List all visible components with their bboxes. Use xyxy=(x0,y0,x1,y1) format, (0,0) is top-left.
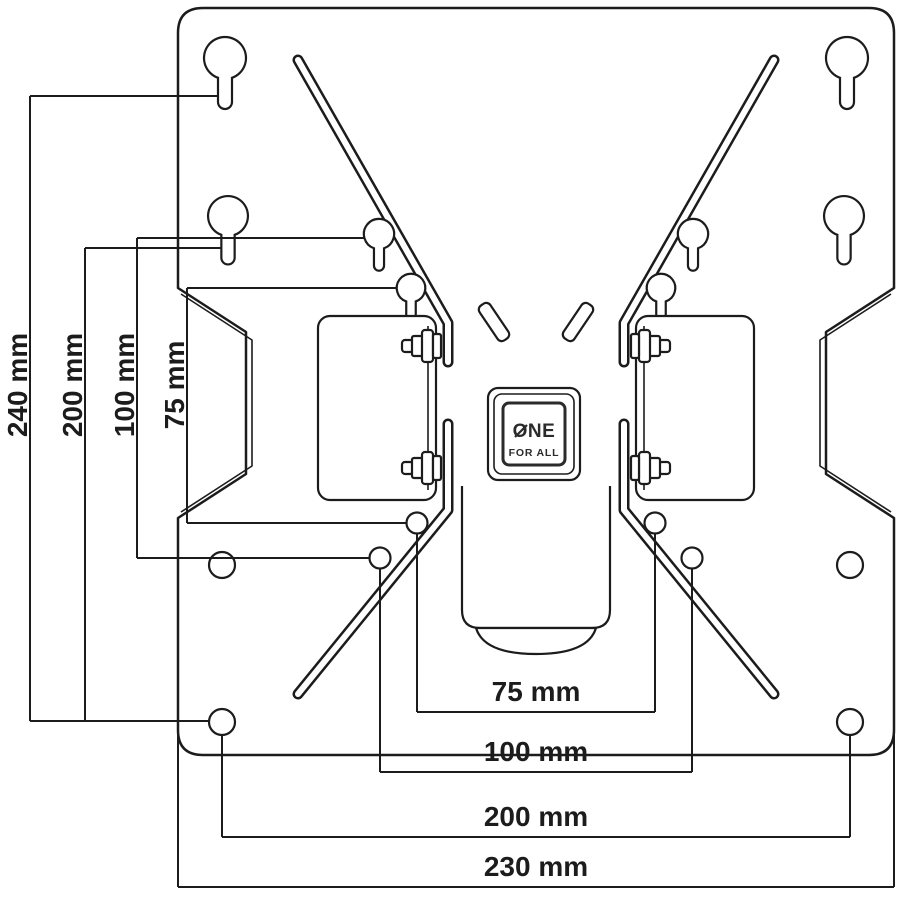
hole-inner-right-75 xyxy=(643,511,667,535)
dim-label-230mm-bottom: 230 mm xyxy=(484,851,588,882)
tv-arm-bracket-left xyxy=(318,316,441,500)
dim-label-100mm-left: 100 mm xyxy=(109,333,140,437)
screw-slash-icon xyxy=(514,424,528,438)
fold-line-right xyxy=(819,293,892,513)
hole-left-bottom xyxy=(207,707,237,737)
hole-inner-right-100 xyxy=(680,546,704,570)
brand-logo-text-one: ONE xyxy=(513,421,556,442)
logo-plate: ONE FOR ALL xyxy=(486,386,582,482)
dimensions-bottom: 75 mm 100 mm 200 mm 230 mm xyxy=(177,534,895,888)
slot-cutout xyxy=(295,57,451,365)
bottom-lock-tongue xyxy=(474,626,598,656)
slot-cutout xyxy=(295,421,451,697)
diagonal-slot-bottom-right xyxy=(618,418,780,700)
bent-tab-right xyxy=(561,301,595,343)
dimensions-left: 240 mm 200 mm 100 mm 75 mm xyxy=(2,95,406,722)
dim-label-200mm-left: 200 mm xyxy=(57,333,88,437)
dim-label-200mm-bottom: 200 mm xyxy=(484,801,588,832)
dim-label-75mm-left: 75 mm xyxy=(159,341,190,430)
mounting-plate-outline xyxy=(176,6,896,757)
tab-shape xyxy=(477,301,511,343)
brand-logo-text-forall: FOR ALL xyxy=(509,447,560,459)
slot-cutout xyxy=(621,57,777,365)
hole-inner-left-100 xyxy=(368,546,392,570)
dim-label-100mm-bottom: 100 mm xyxy=(484,736,588,767)
brand-logo-box xyxy=(501,401,567,467)
diagonal-slot-top-right xyxy=(618,54,780,368)
diagonal-slot-bottom-left xyxy=(292,418,454,700)
dim-label-240mm: 240 mm xyxy=(2,333,33,437)
slot-cutout xyxy=(621,421,777,697)
hole-right-bottom xyxy=(835,707,865,737)
tab-shape xyxy=(561,301,595,343)
logo-plate-inner xyxy=(493,393,575,475)
dim-label-75mm-bottom: 75 mm xyxy=(492,676,581,707)
tv-arm-bracket-right xyxy=(631,316,754,500)
fold-line-left xyxy=(180,293,253,513)
bottom-lock-channel xyxy=(460,486,612,630)
bent-tab-left xyxy=(477,301,511,343)
hole-inner-left-75 xyxy=(405,511,429,535)
hole-left-mid xyxy=(207,550,237,580)
diagonal-slot-top-left xyxy=(292,54,454,368)
hole-right-mid xyxy=(835,550,865,580)
